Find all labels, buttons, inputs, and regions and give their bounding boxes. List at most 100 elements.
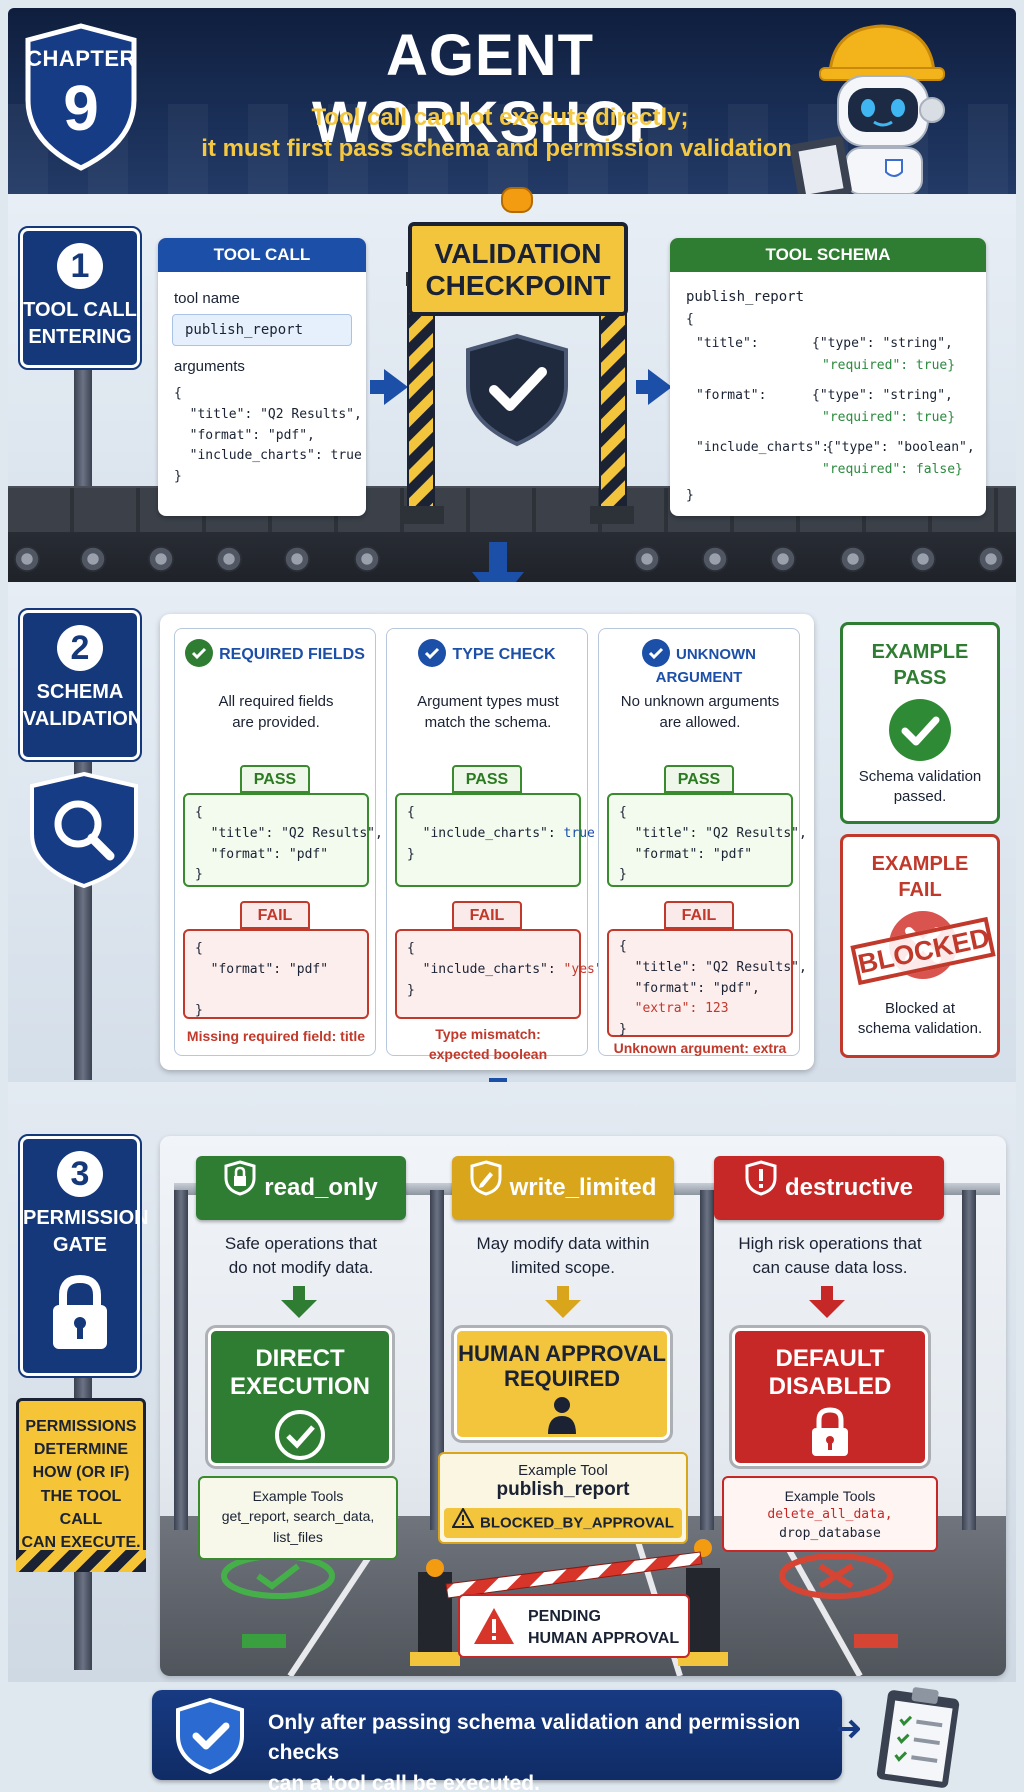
gate-pole <box>700 1190 714 1530</box>
desc-line: Blocked at <box>884 1000 956 1017</box>
arrow-down-icon <box>809 1300 845 1318</box>
step-number: 3 <box>57 1151 103 1197</box>
column-title-text: UNKNOWN ARGUMENT <box>655 645 756 686</box>
desc-line: do not modify data. <box>228 1257 374 1277</box>
arrow-stem <box>557 1286 569 1300</box>
column-title: TYPE CHECK <box>387 639 587 669</box>
fail-code: { "title": "Q2 Results", "format": "pdf"… <box>619 939 807 996</box>
fail-example-box: { "title": "Q2 Results", "format": "pdf"… <box>607 929 807 1037</box>
conveyor-roller <box>284 546 310 572</box>
schema-field-required: "required": true} <box>822 410 956 425</box>
chapter-number: 9 <box>63 72 99 144</box>
chapter-shield-icon <box>25 23 137 171</box>
error-message: Missing required field: title <box>179 1027 373 1047</box>
title-line: EXAMPLE <box>871 853 969 875</box>
footer-arrow-icon <box>838 1719 860 1739</box>
robot-mascot-icon <box>790 24 945 200</box>
permission-name: read_only <box>264 1174 378 1201</box>
example-tool-write-limited: Example Tool publish_report BLOCKED_BY_A… <box>438 1452 688 1544</box>
code-extra-field: "extra": 123 <box>619 1001 729 1017</box>
error-message: Unknown argument: extra <box>603 1039 797 1059</box>
hazard-stripes <box>16 1550 146 1572</box>
column-title: UNKNOWN ARGUMENT <box>599 639 799 686</box>
gate-pole <box>174 1190 188 1530</box>
title-line: EXAMPLE <box>871 641 969 663</box>
code-value-valid: true <box>563 825 595 841</box>
fail-example-box: { "include_charts": "yes" } <box>395 929 603 1019</box>
schema-brace: { <box>686 312 694 327</box>
permission-name: write_limited <box>509 1174 657 1201</box>
conveyor-roller <box>978 546 1004 572</box>
subtitle-line: it must first pass schema and permission… <box>201 135 799 163</box>
permission-destructive: destructive <box>714 1156 944 1220</box>
schema-field-type: {"type": "string", <box>812 336 953 351</box>
code-brace: } <box>619 1022 627 1038</box>
checkpoint-text: CHECKPOINT <box>425 270 611 302</box>
pass-example-box: { "include_charts": true } <box>395 793 595 887</box>
conveyor-roller <box>80 546 106 572</box>
page-title: AGENT WORKSHOP <box>312 23 668 155</box>
flow-arrow-right-icon <box>384 369 408 405</box>
page-subtitle: Tool call cannot execute directly; it mu… <box>180 102 820 164</box>
desc-line: Schema validation <box>858 768 982 785</box>
desc-line: May modify data within <box>476 1234 650 1253</box>
schema-field-key: "title": <box>696 336 759 351</box>
error-message: Type mismatch: expected boolean <box>391 1025 585 1064</box>
desc-line: schema validation. <box>857 1020 983 1038</box>
permission-note-sign: PERMISSIONS DETERMINE HOW (OR IF) THE TO… <box>16 1398 146 1570</box>
step-label: GATE <box>52 1234 108 1256</box>
desc-line: No unknown arguments <box>620 693 780 710</box>
pass-example-box: { "title": "Q2 Results", "format": "pdf"… <box>183 793 383 887</box>
tools-label: Example Tools <box>784 1488 876 1504</box>
schema-field-key: "include_charts": <box>696 440 830 455</box>
alert-shield-icon <box>745 1157 777 1221</box>
code-brace: } <box>407 982 415 998</box>
tools-list: list_files <box>273 1528 323 1545</box>
check-shield-icon <box>176 1697 244 1775</box>
example-fail-desc: Blocked at schema validation. <box>843 999 997 1040</box>
direct-execution-sign: DIRECT EXECUTION <box>208 1328 392 1466</box>
step-sign-permission: 3 PERMISSION GATE <box>18 1134 149 1378</box>
pass-code: { "title": "Q2 Results", "format": "pdf"… <box>619 805 807 883</box>
pass-code: { "title": "Q2 Results", "format": "pdf"… <box>195 805 383 883</box>
subtitle-line: Tool call cannot execute directly; <box>311 104 689 131</box>
magnifier-shield-icon <box>30 771 138 888</box>
checkpoint-text: VALIDATION <box>434 238 602 269</box>
gate-pole <box>962 1190 976 1530</box>
error-line: Type mismatch: <box>435 1026 541 1042</box>
note-line: HOW (OR IF) <box>32 1464 130 1482</box>
sign-text: DIRECT <box>255 1345 345 1372</box>
flow-arrow-stem <box>370 380 388 394</box>
arguments-label: arguments <box>174 358 245 375</box>
pass-example-box: { "title": "Q2 Results", "format": "pdf"… <box>607 793 807 887</box>
step-label: SCHEMA <box>36 681 124 703</box>
tools-label: Example Tools <box>252 1488 344 1504</box>
permission-write-limited: write_limited <box>452 1156 674 1220</box>
schema-field-key: "format": <box>696 388 767 403</box>
arguments-code: { "title": "Q2 Results", "format": "pdf"… <box>174 386 362 485</box>
example-tools-destructive: Example Tools delete_all_data, drop_data… <box>722 1476 938 1552</box>
conveyor-roller <box>770 546 796 572</box>
default-disabled-sign: DEFAULT DISABLED <box>732 1328 928 1466</box>
fail-code: { "format": "pdf" } <box>195 941 329 1019</box>
warning-icon <box>474 1608 514 1644</box>
error-line: Missing required field: title <box>186 1028 366 1044</box>
conveyor-roller <box>840 546 866 572</box>
code-brace: } <box>407 846 415 862</box>
code-value-invalid: "yes" <box>563 961 603 977</box>
barrier-gate-icon <box>410 1539 728 1666</box>
code-brace: { <box>407 805 415 820</box>
column-title-text: TYPE CHECK <box>452 646 556 664</box>
arrow-down-icon <box>545 1300 581 1318</box>
step-label: ENTERING <box>28 326 132 348</box>
pass-tag: PASS <box>240 765 310 793</box>
status-text: BLOCKED_BY_APPROVAL <box>480 1514 674 1532</box>
column-title: REQUIRED FIELDS <box>175 639 375 669</box>
error-line: expected boolean <box>428 1045 548 1062</box>
check-circle-icon <box>642 639 670 667</box>
